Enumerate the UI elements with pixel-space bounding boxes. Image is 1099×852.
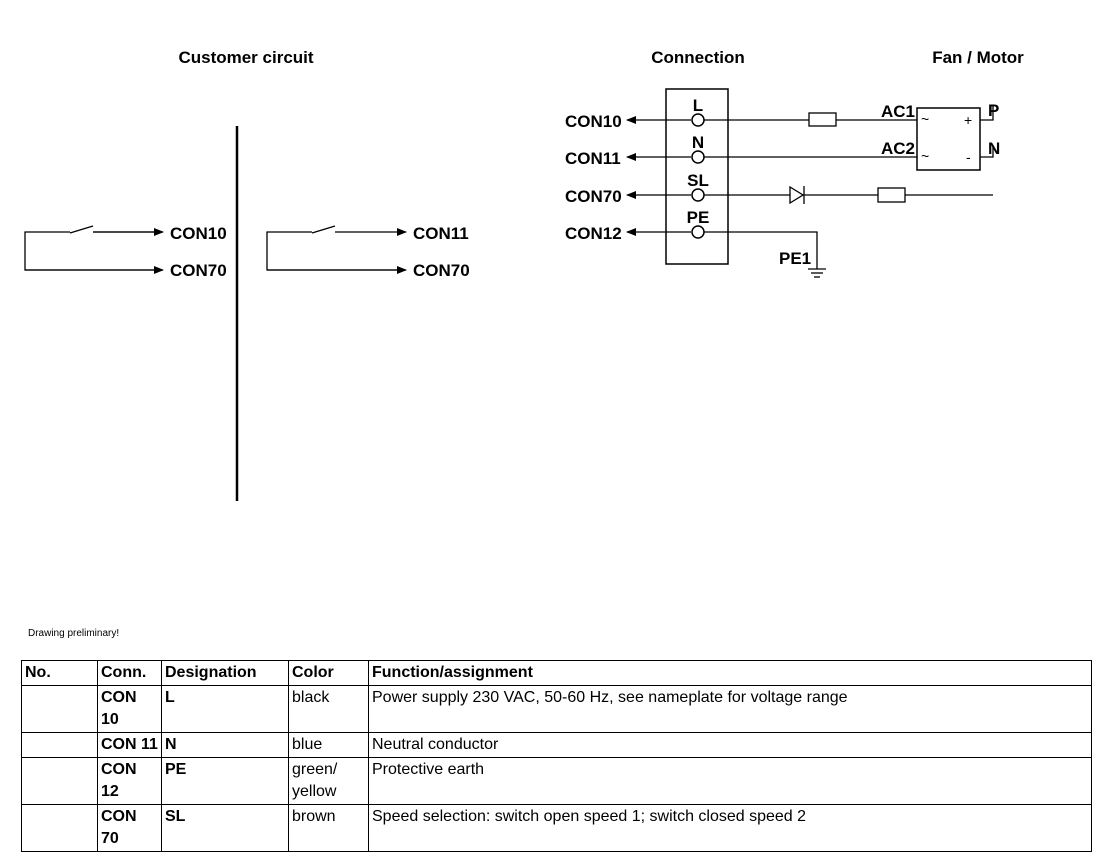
conn-label-con70: CON70 xyxy=(565,187,622,206)
terminal-label-l: L xyxy=(693,96,703,115)
cell-function: Power supply 230 VAC, 50-60 Hz, see name… xyxy=(368,685,1092,733)
cell-color: black xyxy=(288,685,369,733)
wiring-diagram: Customer circuit Connection Fan / Motor … xyxy=(24,48,1024,501)
switch1-out-con70: CON70 xyxy=(170,261,227,280)
motor-n-label: N xyxy=(988,139,1000,158)
terminal-pe xyxy=(691,225,705,239)
terminal-l xyxy=(691,113,705,127)
cell-color: green/yellow xyxy=(288,757,369,805)
color-line-1: green/ xyxy=(292,761,338,778)
table-row: CON 12 PE green/yellow Protective earth xyxy=(21,757,1092,805)
terminal-label-pe: PE xyxy=(687,208,710,227)
cell-designation: PE xyxy=(161,757,289,805)
cell-conn: CON 12 xyxy=(97,757,162,805)
terminal-n xyxy=(691,150,705,164)
fan-motor-header: Fan / Motor xyxy=(932,48,1024,67)
fuse-l xyxy=(808,112,837,127)
table-row: CON 11 N blue Neutral conductor xyxy=(21,732,1092,758)
diode-sl xyxy=(789,185,805,205)
motor-tilde-2: ~ xyxy=(921,148,929,164)
terminal-label-sl: SL xyxy=(687,171,709,190)
header-color: Color xyxy=(288,660,369,686)
table-header-row: No. Conn. Designation Color Function/ass… xyxy=(21,660,1092,686)
connector-block xyxy=(665,88,729,265)
motor-box xyxy=(916,107,981,171)
connection-header: Connection xyxy=(651,48,745,67)
cell-conn: CON 70 xyxy=(97,804,162,852)
cell-color: brown xyxy=(288,804,369,852)
cell-function: Protective earth xyxy=(368,757,1092,805)
terminal-label-n: N xyxy=(692,133,704,152)
cell-designation: SL xyxy=(161,804,289,852)
terminal-sl xyxy=(691,188,705,202)
table-row: CON 10 L black Power supply 230 VAC, 50-… xyxy=(21,685,1092,733)
assignment-table: No. Conn. Designation Color Function/ass… xyxy=(21,660,1092,852)
cell-no xyxy=(21,732,98,758)
conn-label-con12: CON12 xyxy=(565,224,622,243)
motor-minus: - xyxy=(966,149,971,165)
cell-conn: CON 10 xyxy=(97,685,162,733)
cell-conn: CON 11 xyxy=(97,732,162,758)
switch2-out-con70: CON70 xyxy=(413,261,470,280)
motor-ac2-label: AC2 xyxy=(881,139,915,158)
conn-label-con10: CON10 xyxy=(565,112,622,131)
cell-no xyxy=(21,804,98,852)
motor-plus: + xyxy=(964,112,972,128)
header-no: No. xyxy=(21,660,98,686)
switch-2 xyxy=(266,225,407,274)
cell-function: Speed selection: switch open speed 1; sw… xyxy=(368,804,1092,852)
cell-no xyxy=(21,757,98,805)
customer-circuit-header: Customer circuit xyxy=(178,48,313,67)
table-row: CON 70 SL brown Speed selection: switch … xyxy=(21,804,1092,852)
ground-label-pe1: PE1 xyxy=(779,249,811,268)
cell-function: Neutral conductor xyxy=(368,732,1092,758)
switch2-out-con11: CON11 xyxy=(413,224,469,243)
switch1-out-con10: CON10 xyxy=(170,224,227,243)
cell-no xyxy=(21,685,98,733)
cell-designation: N xyxy=(161,732,289,758)
cell-designation: L xyxy=(161,685,289,733)
header-conn: Conn. xyxy=(97,660,162,686)
cell-color: blue xyxy=(288,732,369,758)
header-function: Function/assignment xyxy=(368,660,1092,686)
conn-label-con11: CON11 xyxy=(565,149,621,168)
header-designation: Designation xyxy=(161,660,289,686)
motor-p-label: P xyxy=(988,101,999,120)
motor-tilde-1: ~ xyxy=(921,111,929,127)
drawing-note: Drawing preliminary! xyxy=(28,628,120,639)
motor-ac1-label: AC1 xyxy=(881,102,915,121)
color-line-2: yellow xyxy=(292,783,337,800)
switch-1 xyxy=(24,225,164,274)
resistor-sl xyxy=(877,187,906,203)
